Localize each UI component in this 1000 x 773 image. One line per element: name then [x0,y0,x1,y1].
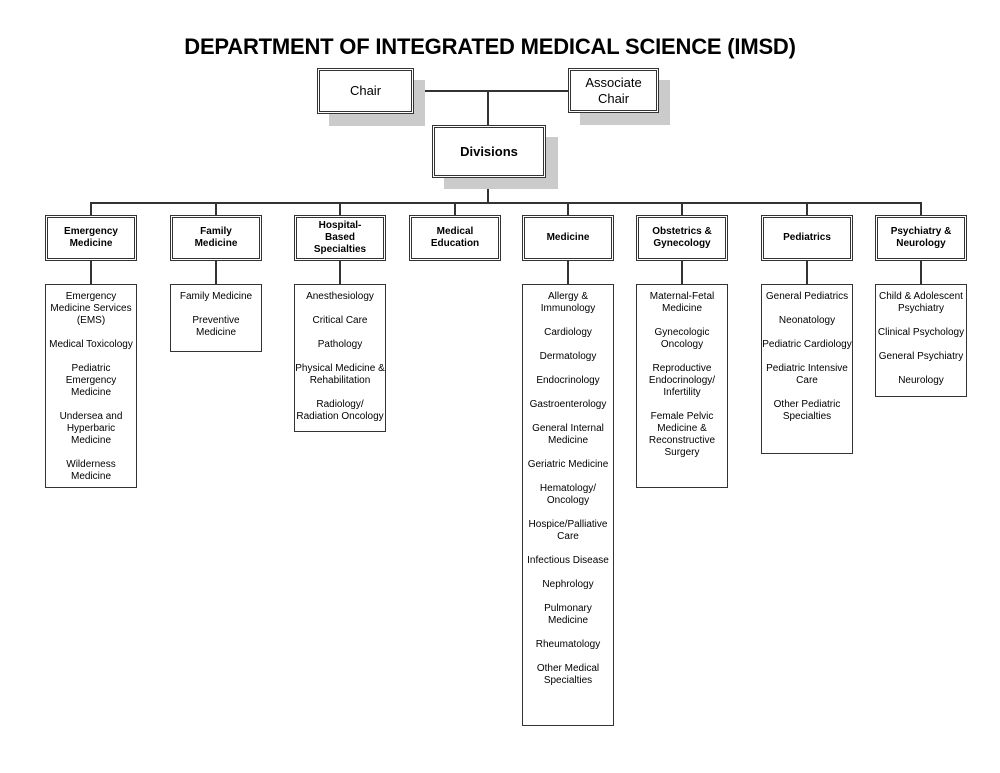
connector-to-divisions [487,90,489,125]
subdivision-item: Clinical Psychology [877,327,965,338]
subdivision-item: Nephrology [542,579,594,590]
division-hospital-based-specialties: Hospital-Based Specialties [294,215,386,261]
subdivision-item: Physical Medicine & Rehabilitation [295,363,385,386]
chair-label: Chair [349,83,382,98]
division-label: Hospital-Based Specialties [313,220,367,255]
subdivision-item: Medical Toxicology [49,339,133,350]
division-family-medicine: Family Medicine [170,215,262,261]
subdivision-item: Maternal-Fetal Medicine [649,291,715,314]
subdivision-item: Pediatric Emergency Medicine [65,363,117,398]
subdivision-item: Rheumatology [535,639,601,650]
division-emergency-medicine: Emergency Medicine [45,215,137,261]
division-label: Medicine [546,232,590,243]
connector-emergency-medicine [90,203,92,215]
subdivision-item: Neurology [898,375,944,386]
connector-horizontal-bus [90,202,922,204]
connector-divisions-down [487,178,489,203]
associate-chair-box: Associate Chair [568,68,659,113]
divisions-label: Divisions [460,143,518,159]
subdivision-item: Child & Adolescent Psychiatry [879,291,963,314]
connector-pediatrics [806,203,808,215]
subdivision-item: Gynecologic Oncology [654,327,710,350]
connector-chair-associate [414,90,568,92]
connector-sub-pediatrics [806,261,808,284]
subdivision-item: General Psychiatry [878,351,964,362]
division-label: Family Medicine [194,226,238,249]
subdivision-item: General Pediatrics [765,291,849,302]
subdivision-item: Reproductive Endocrinology/ Infertility [648,363,716,398]
subdivision-item: Allergy & Immunology [540,291,596,314]
subdivision-item: Pediatric Cardiology [762,339,852,350]
division-label: Pediatrics [783,232,831,243]
connector-sub-hospital-based-specialties [339,261,341,284]
connector-medicine [567,203,569,215]
connector-sub-obstetrics-gynecology [681,261,683,284]
divisions-box: Divisions [432,125,546,178]
division-label: Obstetrics & Gynecology [652,226,712,249]
division-obstetrics-gynecology: Obstetrics & Gynecology [636,215,728,261]
subdivision-item: Gastroenterology [529,399,607,410]
division-medical-education: Medical Education [409,215,501,261]
subdivision-item: Other Medical Specialties [536,663,600,686]
subdivision-item: Wilderness Medicine [66,459,116,482]
connector-medical-education [454,203,456,215]
division-label: Psychiatry & Neurology [890,226,952,249]
page-title: DEPARTMENT OF INTEGRATED MEDICAL SCIENCE… [184,34,796,59]
subdivision-item: Undersea and Hyperbaric Medicine [59,411,123,446]
subdivision-item: Hematology/ Oncology [539,483,597,506]
subdivision-item: Pediatric Intensive Care [766,363,848,386]
chair-box: Chair [317,68,414,114]
connector-family-medicine [215,203,217,215]
subdivision-item: Critical Care [312,315,368,326]
subdivision-item: Emergency Medicine Services (EMS) [50,291,132,326]
subdivision-item: Hospice/Palliative Care [528,519,608,542]
division-psychiatry-neurology: Psychiatry & Neurology [875,215,967,261]
connector-psychiatry-neurology [920,203,922,215]
division-pediatrics: Pediatrics [761,215,853,261]
division-label: Medical Education [430,226,480,249]
subdivision-item: Pulmonary Medicine [544,603,592,626]
subdivision-item: Neonatology [778,315,836,326]
division-label: Emergency Medicine [64,226,118,249]
connector-sub-medicine [567,261,569,284]
connector-obstetrics-gynecology [681,203,683,215]
subdivision-item: Infectious Disease [527,555,609,566]
division-medicine: Medicine [522,215,614,261]
subdivision-item: Cardiology [544,327,592,338]
subdivision-item: Pathology [317,339,363,350]
subdivision-item: Radiology/ Radiation Oncology [296,399,384,422]
subdivision-item: Female Pelvic Medicine & Reconstructive … [648,411,716,458]
connector-sub-psychiatry-neurology [920,261,922,284]
connector-sub-emergency-medicine [90,261,92,284]
connector-sub-family-medicine [215,261,217,284]
subdivision-list-emergency-medicine: Emergency Medicine Services (EMS) Medical… [45,284,137,488]
subdivision-item: Other Pediatric Specialties [773,399,841,422]
subdivision-item: Dermatology [539,351,597,362]
subdivision-item: Family Medicine [179,291,253,302]
subdivision-item: Endocrinology [536,375,600,386]
subdivision-item: Anesthesiology [306,291,374,302]
associate-chair-label: Associate Chair [585,74,642,106]
connector-hospital-based-specialties [339,203,341,215]
subdivision-item: Geriatric Medicine [527,459,609,470]
subdivision-item: General Internal Medicine [532,423,604,446]
subdivision-item: Preventive Medicine [192,315,240,338]
